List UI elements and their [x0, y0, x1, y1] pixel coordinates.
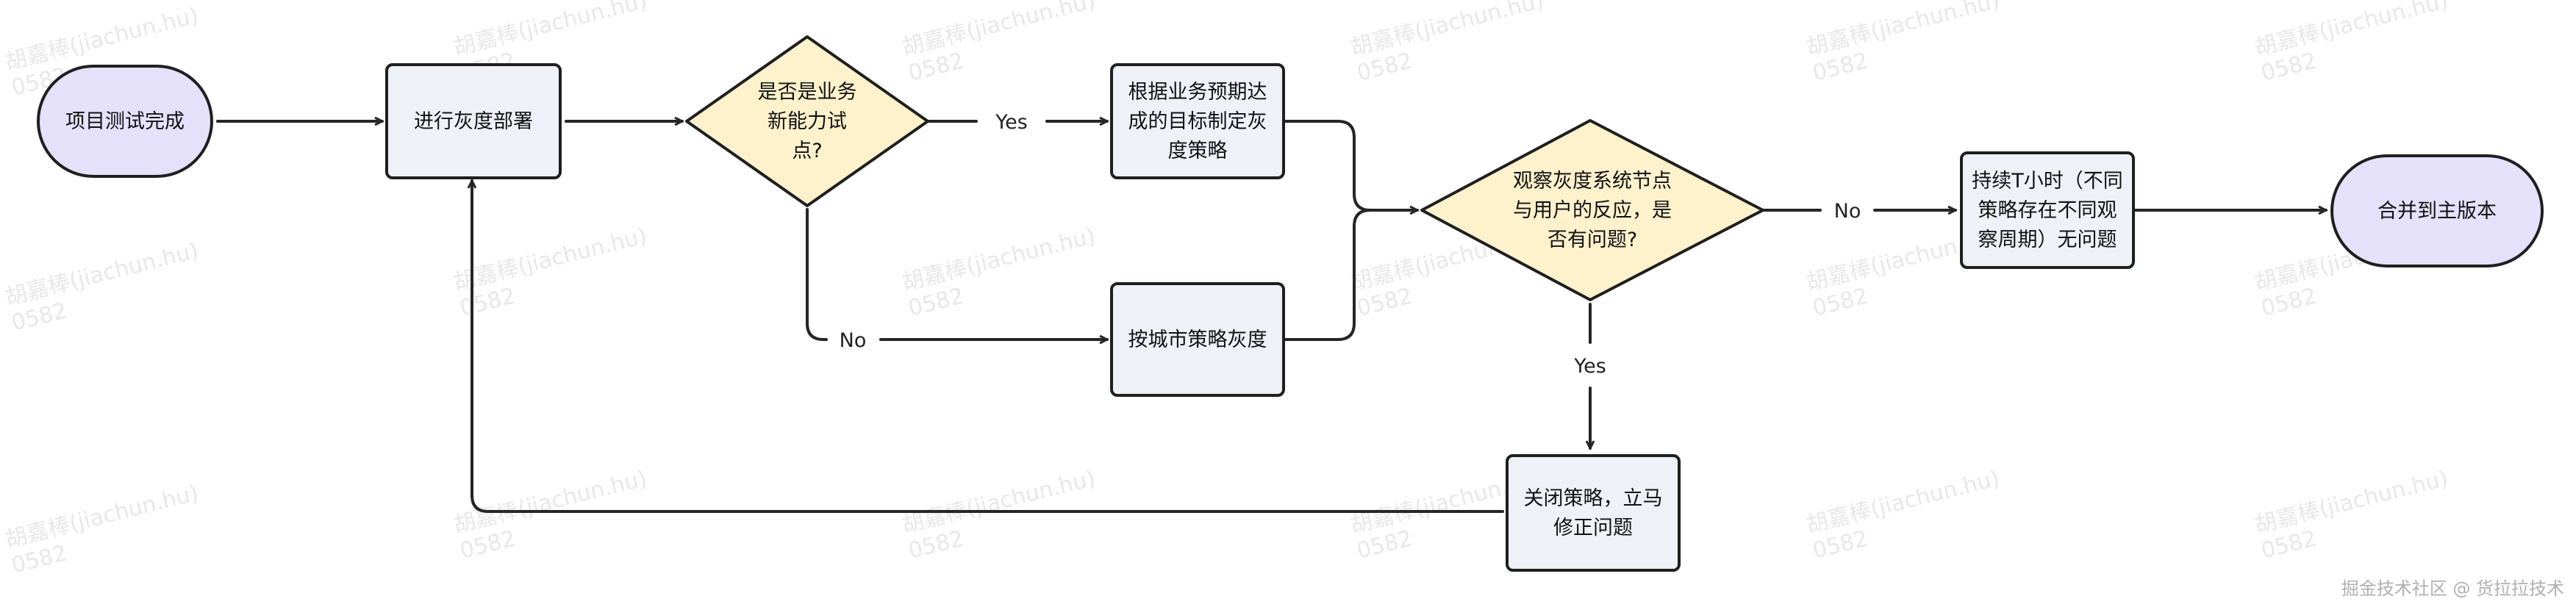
- node-label-line: 进行灰度部署: [414, 110, 533, 133]
- node-label-line: 按城市策略灰度: [1128, 328, 1267, 351]
- edge-rollback-to-deploy: [472, 179, 1504, 513]
- svg-text:胡嘉棒(jiachun.hu): 胡嘉棒(jiachun.hu): [899, 0, 1098, 61]
- svg-text:胡嘉棒(jiachun.hu): 胡嘉棒(jiachun.hu): [451, 223, 649, 296]
- node-label-line: 是否是业务: [758, 81, 857, 104]
- watermark: 胡嘉棒(jiachun.hu)0582: [899, 466, 1098, 564]
- watermark: 胡嘉棒(jiachun.hu)0582: [899, 223, 1098, 322]
- node-strategy-by-goal: 根据业务预期达成的目标制定灰度策略: [1110, 63, 1285, 179]
- watermark: 胡嘉棒(jiachun.hu)0582: [2252, 466, 2450, 564]
- node-label-line: 成的目标制定灰: [1128, 110, 1267, 133]
- node-label-line: 观察灰度系统节点: [1513, 170, 1672, 193]
- svg-text:进行灰度部署: 进行灰度部署: [414, 110, 533, 133]
- watermark: 胡嘉棒(jiachun.hu)0582: [451, 466, 649, 564]
- node-label-line: 否有问题?: [1548, 229, 1637, 251]
- svg-text:胡嘉棒(jiachun.hu): 胡嘉棒(jiachun.hu): [2252, 0, 2450, 61]
- node-label-line: 项目测试完成: [65, 110, 185, 133]
- watermark: 胡嘉棒(jiachun.hu)0582: [2252, 0, 2450, 87]
- watermark: 胡嘉棒(jiachun.hu)0582: [1803, 466, 2002, 564]
- svg-text:胡嘉棒(jiachun.hu): 胡嘉棒(jiachun.hu): [2, 3, 201, 76]
- svg-text:胡嘉棒(jiachun.hu): 胡嘉棒(jiachun.hu): [899, 223, 1098, 296]
- footer-credit: 掘金技术社区 @ 货拉拉技术: [2341, 578, 2564, 599]
- node-label-line: 度策略: [1168, 140, 1228, 162]
- watermark: 胡嘉棒(jiachun.hu)0582: [1348, 0, 1546, 87]
- svg-text:胡嘉棒(jiachun.hu): 胡嘉棒(jiachun.hu): [2, 238, 201, 311]
- edge-city-to-observe: [1282, 209, 1372, 341]
- edge-decision-no-to-city: [806, 208, 1107, 340]
- node-start: 项目测试完成: [37, 65, 213, 178]
- watermark: 胡嘉棒(jiachun.hu)0582: [899, 0, 1098, 87]
- node-label-line: 持续T小时（不同: [1972, 170, 2123, 193]
- node-strategy-by-city: 按城市策略灰度: [1110, 282, 1285, 397]
- watermark: 胡嘉棒(jiachun.hu)0582: [2, 481, 201, 579]
- watermark: 胡嘉棒(jiachun.hu)0582: [1803, 0, 2002, 87]
- svg-text:胡嘉棒(jiachun.hu): 胡嘉棒(jiachun.hu): [451, 466, 649, 539]
- svg-text:是否是业务新能力试点?: 是否是业务新能力试点?: [758, 81, 857, 162]
- svg-text:关闭策略，立马修正问题: 关闭策略，立马修正问题: [1524, 487, 1663, 539]
- edge-label-yes-2: Yes: [1573, 355, 1606, 378]
- node-label-line: 察周期）无问题: [1978, 229, 2117, 251]
- edge-label-yes-1: Yes: [995, 111, 1028, 134]
- node-label-line: 根据业务预期达: [1128, 81, 1267, 104]
- node-merge: 合并到主版本: [2330, 154, 2544, 267]
- svg-text:胡嘉棒(jiachun.hu): 胡嘉棒(jiachun.hu): [1348, 0, 1546, 61]
- node-label-line: 策略存在不同观: [1978, 199, 2117, 222]
- node-decision-new-capability: 是否是业务新能力试点?: [685, 35, 929, 207]
- watermark: 胡嘉棒(jiachun.hu)0582: [2, 238, 201, 337]
- svg-text:胡嘉棒(jiachun.hu): 胡嘉棒(jiachun.hu): [899, 466, 1098, 539]
- node-rollback: 关闭策略，立马修正问题: [1506, 454, 1681, 572]
- svg-text:胡嘉棒(jiachun.hu): 胡嘉棒(jiachun.hu): [1803, 466, 2002, 539]
- svg-text:观察灰度系统节点与用户的反应，是否有问题?: 观察灰度系统节点与用户的反应，是否有问题?: [1513, 170, 1672, 251]
- node-deploy: 进行灰度部署: [385, 63, 562, 179]
- svg-text:根据业务预期达成的目标制定灰度策略: 根据业务预期达成的目标制定灰度策略: [1128, 81, 1267, 162]
- node-label-line: 合并到主版本: [2378, 200, 2497, 223]
- edge-goal-to-observe: [1282, 120, 1419, 210]
- svg-text:合并到主版本: 合并到主版本: [2378, 200, 2497, 223]
- node-sustain: 持续T小时（不同策略存在不同观察周期）无问题: [1960, 151, 2135, 269]
- node-label-line: 与用户的反应，是: [1513, 199, 1672, 222]
- node-label-line: 关闭策略，立马: [1524, 487, 1663, 510]
- svg-text:持续T小时（不同策略存在不同观察周期）无问题: 持续T小时（不同策略存在不同观察周期）无问题: [1972, 170, 2123, 251]
- edge-label-no-2: No: [1834, 200, 1861, 223]
- node-label-line: 点?: [792, 140, 822, 162]
- svg-text:项目测试完成: 项目测试完成: [65, 110, 185, 133]
- svg-text:按城市策略灰度: 按城市策略灰度: [1128, 328, 1267, 351]
- svg-text:胡嘉棒(jiachun.hu): 胡嘉棒(jiachun.hu): [2252, 466, 2450, 539]
- edge-label-no-1: No: [840, 329, 867, 352]
- svg-text:胡嘉棒(jiachun.hu): 胡嘉棒(jiachun.hu): [451, 0, 649, 61]
- node-label-line: 新能力试: [768, 110, 847, 133]
- node-decision-observe: 观察灰度系统节点与用户的反应，是否有问题?: [1420, 119, 1764, 301]
- svg-text:胡嘉棒(jiachun.hu): 胡嘉棒(jiachun.hu): [1803, 0, 2002, 61]
- svg-text:胡嘉棒(jiachun.hu): 胡嘉棒(jiachun.hu): [2, 481, 201, 553]
- watermark: 胡嘉棒(jiachun.hu)0582: [451, 223, 649, 322]
- node-label-line: 修正问题: [1553, 517, 1633, 539]
